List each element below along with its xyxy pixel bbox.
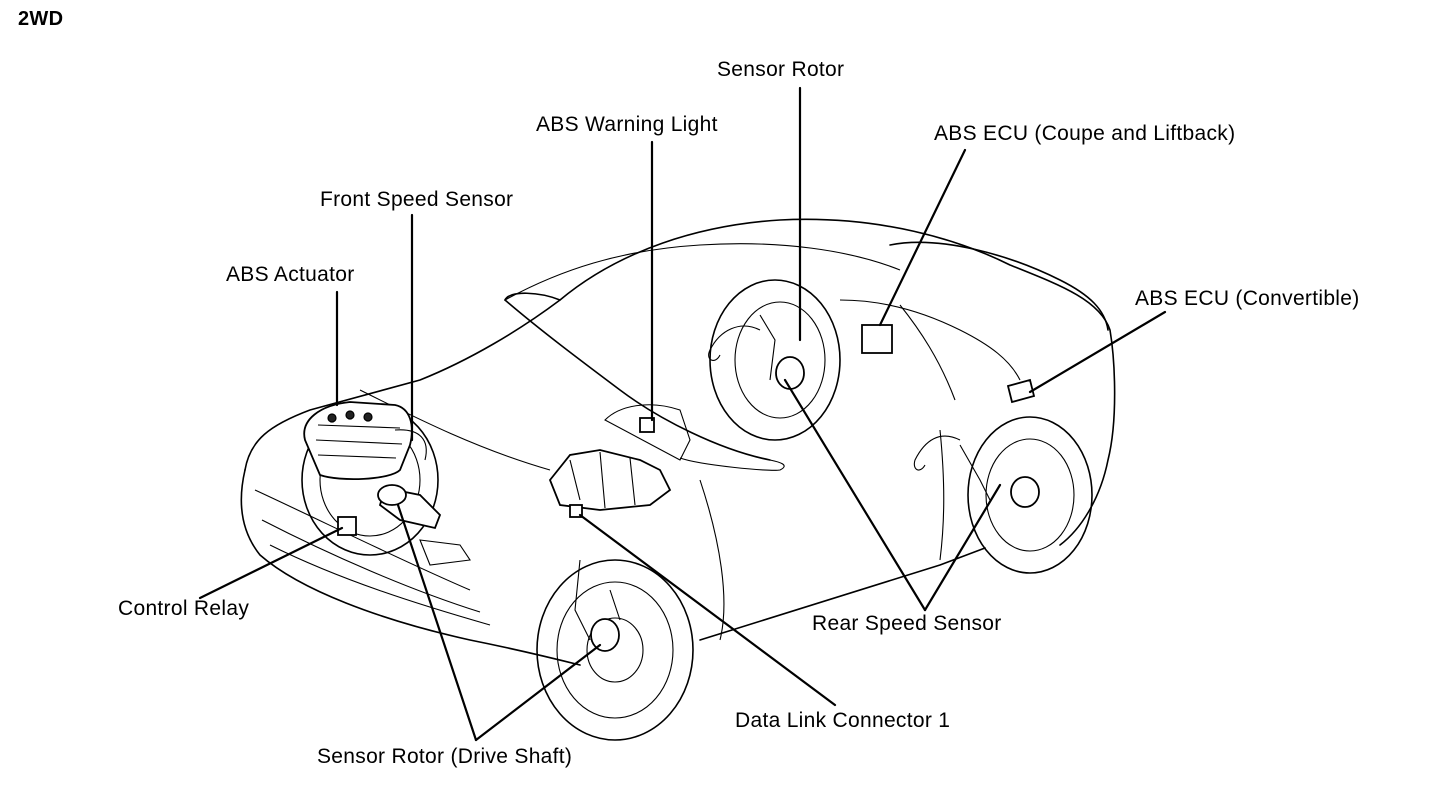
label-rear-speed-sensor: Rear Speed Sensor: [812, 612, 1002, 635]
abs-ecu-convertible-component: [1006, 378, 1036, 404]
drive-shaft-component: [377, 484, 442, 530]
label-abs-actuator: ABS Actuator: [226, 263, 355, 286]
leader-rear-speed-sensor-right: [923, 483, 1002, 612]
leader-abs-ecu-coupe: [878, 148, 967, 327]
label-sensor-rotor: Sensor Rotor: [717, 58, 845, 81]
label-abs-ecu-coupe: ABS ECU (Coupe and Liftback): [934, 122, 1236, 145]
label-abs-warning-light: ABS Warning Light: [536, 113, 718, 136]
abs-actuator-component: [303, 401, 427, 481]
leader-lines: [198, 86, 1167, 742]
diagram-title: 2WD: [18, 8, 64, 30]
rear-left-wheel: [709, 279, 841, 441]
label-data-link-connector: Data Link Connector 1: [735, 709, 951, 732]
label-sensor-rotor-drive-shaft: Sensor Rotor (Drive Shaft): [317, 745, 573, 768]
abs-ecu-coupe-component: [861, 324, 893, 354]
leader-sensor-rotor-drive-shaft-1: [396, 503, 478, 742]
leader-control-relay: [198, 526, 344, 600]
dashboard-component: [604, 404, 691, 461]
leader-data-link-connector: [578, 513, 837, 707]
brake-booster-component: [548, 449, 672, 518]
label-abs-ecu-convertible: ABS ECU (Convertible): [1135, 287, 1360, 310]
rear-right-wheel: [967, 416, 1093, 574]
front-right-sensor-component: [574, 559, 621, 652]
label-control-relay: Control Relay: [118, 597, 250, 620]
front-right-wheel: [536, 559, 694, 741]
leader-rear-speed-sensor-left: [783, 378, 927, 612]
control-relay-component: [337, 516, 357, 536]
label-front-speed-sensor: Front Speed Sensor: [320, 188, 514, 211]
rear-right-sensor-component: [913, 435, 1040, 508]
leader-abs-ecu-convertible: [1028, 310, 1167, 394]
rear-left-sensor-component: [708, 314, 805, 390]
leader-sensor-rotor-drive-shaft-2: [474, 643, 602, 742]
